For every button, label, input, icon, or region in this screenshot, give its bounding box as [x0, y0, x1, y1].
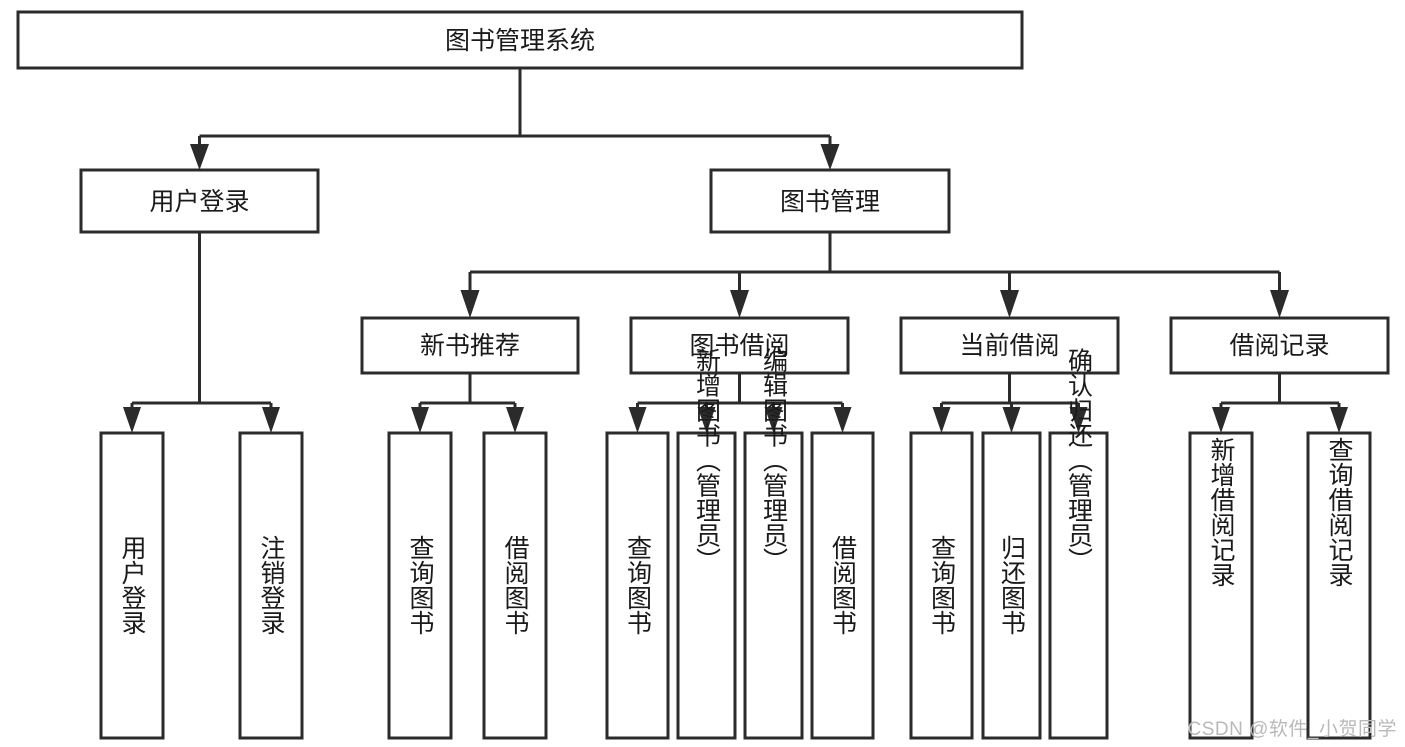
arrow-head-leaf-query-book-1 — [411, 407, 429, 433]
node-leaf-add-book[interactable]: 新增图书（管理员） — [676, 348, 737, 740]
connector-group-user-login — [123, 232, 280, 433]
arrow-head-leaf-borrow-book-1 — [506, 407, 524, 433]
node-leaf-borrow-book-2[interactable]: 借阅图书 — [810, 431, 875, 740]
arrow-head-leaf-user-login — [123, 407, 141, 433]
connector-group-root — [190, 68, 840, 170]
node-leaf-query-book-3-box[interactable] — [909, 431, 974, 740]
arrow-head-leaf-confirm-return — [1069, 407, 1088, 433]
arrow-head-leaf-query-book-2 — [628, 407, 647, 433]
node-book-borrow[interactable]: 图书借阅 — [629, 316, 850, 375]
node-book-management-box[interactable] — [709, 168, 951, 234]
node-leaf-return-book-label: 归还图书 — [998, 535, 1027, 635]
node-leaf-query-book-1-label: 查询图书 — [406, 535, 435, 635]
arrow-head-borrow-record — [1270, 290, 1289, 318]
arrow-head-leaf-query-record — [1330, 407, 1348, 433]
node-root-box[interactable] — [16, 10, 1024, 70]
node-user-login-box[interactable] — [79, 168, 320, 234]
node-leaf-return-book-box[interactable] — [981, 431, 1042, 740]
node-leaf-borrow-book-2-box[interactable] — [810, 431, 875, 740]
arrow-head-leaf-add-book — [697, 407, 716, 433]
node-root-label: 图书管理系统 — [445, 27, 595, 55]
node-new-book-recommend[interactable]: 新书推荐 — [360, 316, 580, 375]
node-leaf-query-book-1[interactable]: 查询图书 — [387, 431, 453, 740]
arrow-head-current-borrow — [1000, 290, 1019, 318]
connector-group-new-book-recommend — [411, 373, 524, 433]
node-new-book-recommend-box[interactable] — [360, 316, 580, 375]
node-leaf-edit-book[interactable]: 编辑图书（管理员） — [743, 348, 804, 740]
arrow-head-leaf-logout — [262, 407, 280, 433]
arrow-head-leaf-add-record — [1212, 407, 1230, 433]
node-leaf-query-book-2-label: 查询图书 — [624, 535, 653, 635]
connector-group-book-management — [460, 232, 1289, 318]
node-leaf-add-book-label: 新增图书（管理员） — [693, 348, 722, 573]
node-book-borrow-label: 图书借阅 — [689, 332, 789, 360]
node-leaf-borrow-book-1[interactable]: 借阅图书 — [482, 431, 548, 740]
node-leaf-add-book-box[interactable] — [676, 431, 737, 740]
node-leaf-add-record[interactable]: 新增借阅记录 — [1188, 431, 1254, 740]
node-leaf-borrow-book-1-label: 借阅图书 — [501, 535, 530, 635]
node-leaf-borrow-book-1-box[interactable] — [482, 431, 548, 740]
node-new-book-recommend-label: 新书推荐 — [420, 332, 520, 360]
node-leaf-add-record-box[interactable] — [1188, 431, 1254, 740]
arrow-head-book-borrow — [730, 290, 749, 318]
node-leaf-user-login-box[interactable] — [99, 431, 165, 740]
arrow-head-leaf-return-book — [1002, 407, 1021, 433]
node-leaf-logout-box[interactable] — [238, 431, 304, 740]
node-leaf-query-book-3[interactable]: 查询图书 — [909, 431, 974, 740]
node-borrow-record-label: 借阅记录 — [1229, 332, 1329, 360]
node-user-login[interactable]: 用户登录 — [79, 168, 320, 234]
node-leaf-query-record-label: 查询借阅记录 — [1325, 437, 1354, 587]
node-leaf-user-login-label: 用户登录 — [118, 535, 147, 635]
connector-group-borrow-record — [1212, 373, 1348, 433]
node-leaf-edit-book-box[interactable] — [743, 431, 804, 740]
node-leaf-query-book-2-box[interactable] — [605, 431, 670, 740]
node-current-borrow[interactable]: 当前借阅 — [899, 316, 1120, 375]
node-leaf-query-record[interactable]: 查询借阅记录 — [1306, 431, 1372, 740]
arrow-head-new-book-recommend — [460, 290, 480, 318]
node-leaf-confirm-return-label: 确认归还（管理员） — [1065, 348, 1094, 573]
node-leaf-add-record-label: 新增借阅记录 — [1207, 437, 1236, 587]
connector-group-current-borrow — [932, 373, 1088, 433]
node-leaf-logout-label: 注销登录 — [257, 535, 286, 635]
node-leaf-query-book-3-label: 查询图书 — [928, 535, 957, 635]
node-leaf-query-book-2[interactable]: 查询图书 — [605, 431, 670, 740]
node-leaf-query-book-1-box[interactable] — [387, 431, 453, 740]
node-leaf-confirm-return-box[interactable] — [1048, 431, 1109, 740]
connector-group-book-borrow — [628, 373, 852, 433]
node-leaf-return-book[interactable]: 归还图书 — [981, 431, 1042, 740]
arrow-head-leaf-query-book-3 — [932, 407, 951, 433]
node-borrow-record[interactable]: 借阅记录 — [1169, 316, 1390, 375]
node-root[interactable]: 图书管理系统 — [16, 10, 1024, 70]
node-user-login-label: 用户登录 — [149, 188, 249, 216]
arrow-head-leaf-edit-book — [764, 407, 783, 433]
node-leaf-logout[interactable]: 注销登录 — [238, 431, 304, 740]
node-current-borrow-label: 当前借阅 — [959, 332, 1059, 360]
node-book-management[interactable]: 图书管理 — [709, 168, 951, 234]
node-borrow-record-box[interactable] — [1169, 316, 1390, 375]
node-leaf-borrow-book-2-label: 借阅图书 — [829, 535, 858, 635]
node-leaf-edit-book-label: 编辑图书（管理员） — [760, 348, 789, 573]
arrow-head-leaf-borrow-book-2 — [833, 407, 852, 433]
node-current-borrow-box[interactable] — [899, 316, 1120, 375]
node-leaf-query-record-box[interactable] — [1306, 431, 1372, 740]
node-leaf-user-login[interactable]: 用户登录 — [99, 431, 165, 740]
arrow-head-book-management — [820, 144, 840, 170]
node-book-management-label: 图书管理 — [780, 188, 880, 216]
node-leaf-confirm-return[interactable]: 确认归还（管理员） — [1048, 348, 1109, 740]
arrow-head-user-login — [190, 144, 209, 170]
node-book-borrow-box[interactable] — [629, 316, 850, 375]
